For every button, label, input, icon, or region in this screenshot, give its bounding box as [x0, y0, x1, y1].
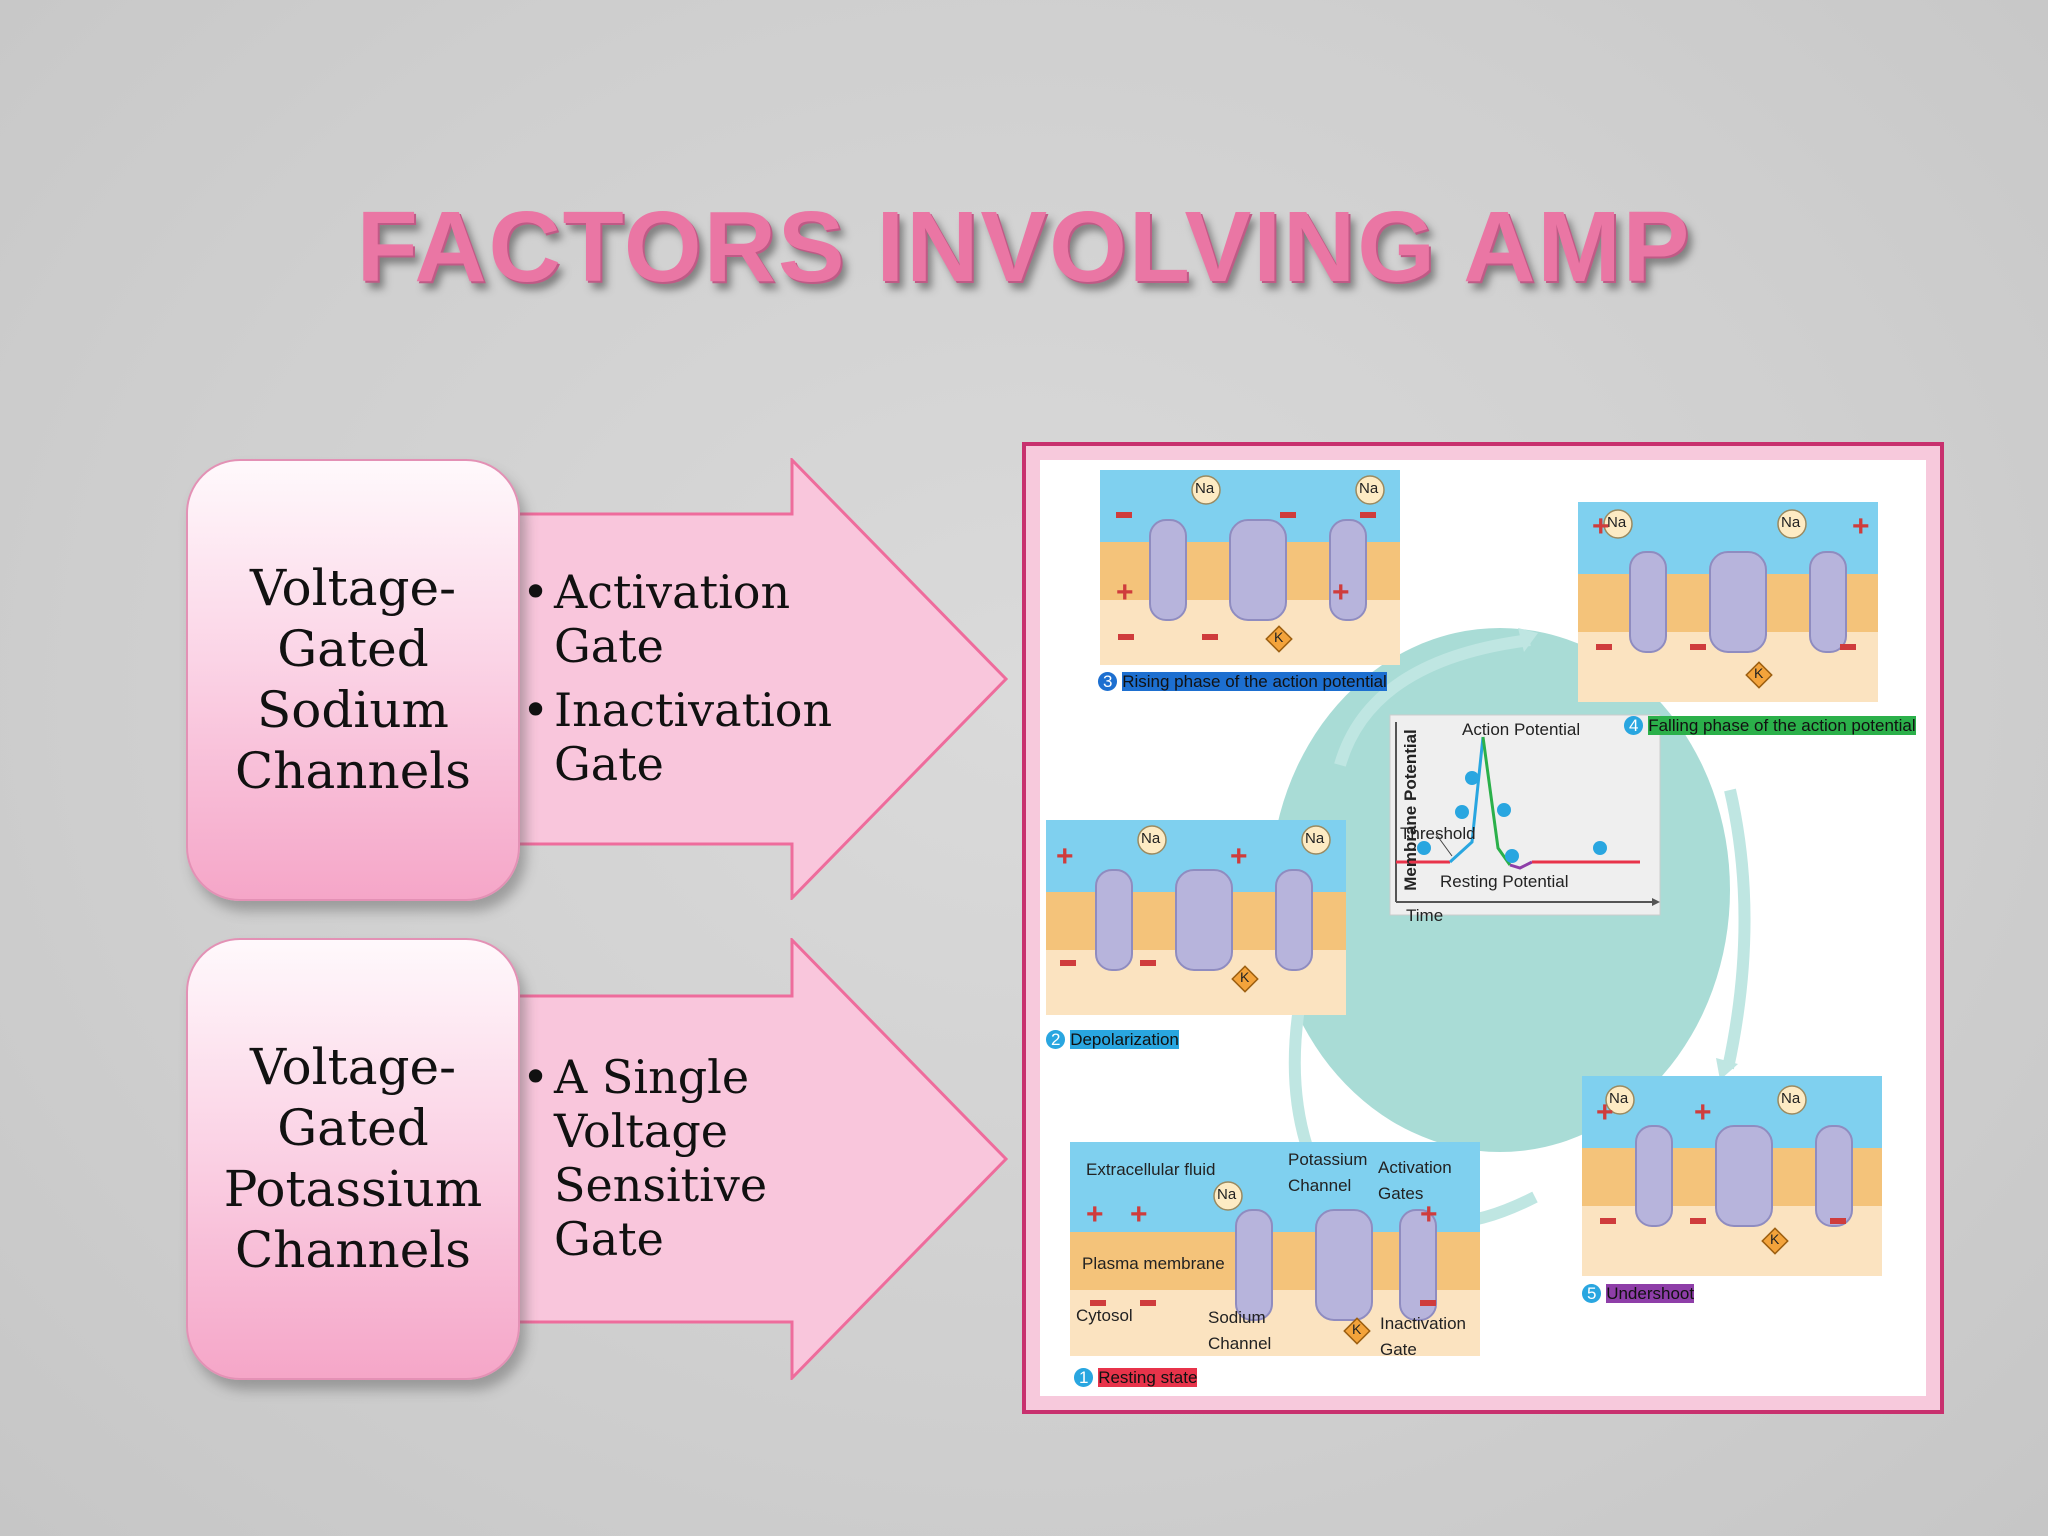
potassium-channel-label-line1: Potassium	[1288, 1150, 1368, 1169]
positive-charge: +	[1130, 1198, 1148, 1231]
extracellular-fluid-label: Extracellular fluid	[1086, 1160, 1216, 1179]
sodium-ions	[1137, 475, 1807, 1211]
potassium-channel-label-line2: Channel	[1288, 1176, 1352, 1195]
threshold-pointer	[1435, 833, 1453, 857]
activation-gates-label-line2: Gates	[1378, 1184, 1424, 1203]
rising-trace	[1448, 736, 1485, 864]
action-potential-figure: 3 Rising phase of the action potential 4…	[1022, 442, 1944, 1414]
phase-label-falling: 4 Falling phase of the action potential	[1624, 716, 1916, 736]
ion-channels	[1095, 519, 1853, 1321]
potassium-channels-label: Voltage- Gated Potassium Channels	[223, 1038, 483, 1279]
na-ion-label: Na	[1609, 1090, 1629, 1107]
na-ion-label: Na	[1195, 480, 1215, 497]
k-ion-label: K	[1352, 1321, 1362, 1337]
sodium-channel-label-line1: Sodium	[1208, 1308, 1266, 1327]
inactivation-gate-label-line1: Inactivation	[1380, 1314, 1466, 1333]
plasma-membrane-label: Plasma membrane	[1082, 1254, 1225, 1273]
k-ion-label: K	[1274, 629, 1284, 645]
na-ion-label: Na	[1781, 1090, 1801, 1107]
graph-title: Action Potential	[1462, 720, 1581, 739]
sodium-channels-box: Voltage- Gated Sodium Channels	[186, 459, 520, 901]
action-potential-diagram	[1046, 470, 1882, 1356]
resting-potential-label: Resting Potential	[1440, 872, 1569, 891]
na-ion-label: Na	[1305, 830, 1325, 847]
na-ion-label: Na	[1781, 514, 1801, 531]
positive-charge: +	[1230, 840, 1248, 873]
k-ion-label: K	[1770, 1231, 1780, 1247]
positive-charge: +	[1596, 1096, 1614, 1129]
phase-label-rising: 3 Rising phase of the action potential	[1098, 672, 1387, 692]
na-ion-label: Na	[1217, 1186, 1237, 1203]
positive-charge: +	[1694, 1096, 1712, 1129]
positive-charge: +	[1116, 576, 1134, 609]
membrane-charges	[1060, 512, 1856, 1306]
positive-charge: +	[1056, 840, 1074, 873]
time-axis-label: Time	[1406, 906, 1444, 925]
k-ion-label: K	[1240, 969, 1250, 985]
threshold-label: Threshold	[1400, 824, 1476, 843]
cycle-arrow	[1722, 788, 1751, 1070]
phase-label-resting: 1 Resting state	[1074, 1368, 1198, 1388]
positive-charge: +	[1592, 510, 1610, 543]
positive-charge: +	[1420, 1198, 1438, 1231]
undershoot-trace	[1509, 860, 1533, 870]
cycle-arrow	[1334, 634, 1531, 767]
potassium-channels-box: Voltage- Gated Potassium Channels	[186, 938, 520, 1380]
activation-gates-label-line1: Activation	[1378, 1158, 1452, 1177]
sodium-channels-label: Voltage- Gated Sodium Channels	[235, 559, 471, 800]
phase-label-depolarization: 2 Depolarization	[1046, 1030, 1179, 1050]
na-ion-label: Na	[1141, 830, 1161, 847]
positive-charge: +	[1852, 510, 1870, 543]
potassium-ions	[1231, 625, 1789, 1345]
membrane-potential-axis-label: Membrane Potential	[1400, 729, 1420, 891]
phase-label-undershoot: 5 Undershoot	[1582, 1284, 1695, 1304]
sodium-channel-label-line2: Channel	[1208, 1334, 1272, 1353]
graph-phase-markers	[1417, 771, 1607, 863]
k-ion-label: K	[1754, 665, 1764, 681]
na-ion-label: Na	[1359, 480, 1379, 497]
slide-title: FACTORS INVOLVING AMP	[356, 191, 1692, 303]
positive-charge: +	[1086, 1198, 1104, 1231]
cytosol-label: Cytosol	[1076, 1306, 1133, 1325]
na-ion-label: Na	[1607, 514, 1627, 531]
positive-charge: +	[1332, 576, 1350, 609]
graph-panel	[1389, 714, 1661, 916]
inactivation-gate-label-line2: Gate	[1380, 1340, 1417, 1359]
